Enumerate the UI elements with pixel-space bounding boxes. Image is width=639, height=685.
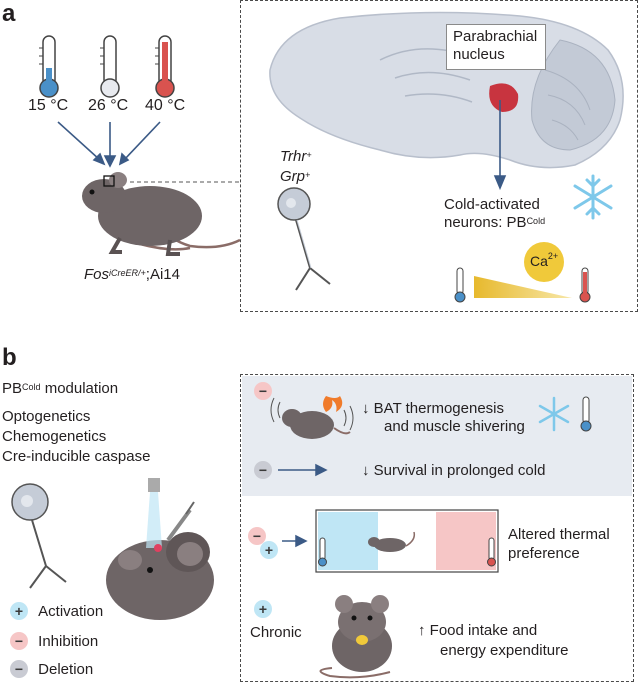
neuron-b-icon (11, 483, 67, 589)
calcium-sup: 2+ (547, 251, 559, 261)
cold-neurons-line1: Cold-activated (444, 196, 540, 213)
plus-sign-icon: + (10, 602, 28, 620)
small-thermometer-cold-icon (454, 267, 466, 303)
bat-effect-line1: ↓ BAT thermogenesis (362, 400, 505, 417)
calcium-indicator-icon (524, 242, 564, 282)
mouse-head-icon (106, 478, 214, 620)
chronic-activation-sign-icon: + (254, 600, 272, 618)
thermal-activation-sign-icon: + (260, 541, 278, 559)
eating-mouse-icon (319, 595, 392, 679)
genotype-allele: iCreER/+ (109, 268, 146, 278)
food-effect-line1: ↑ Food intake and (418, 622, 538, 639)
temp-label-cold: 15 °C (28, 97, 69, 114)
cold-neurons-line2: neurons: PBCold (444, 214, 545, 232)
snowflake-b-icon (538, 396, 570, 432)
method-optogenetics: Optogenetics (2, 408, 91, 425)
chronic-label: Chronic (250, 624, 302, 641)
marker-grp-text: Grp (280, 168, 306, 185)
food-effect-line2: energy expenditure (440, 642, 569, 659)
thermometer-cold-icon (39, 35, 59, 98)
marker-trhr: Trhr+ (280, 148, 312, 166)
modulation-sup: Cold (22, 382, 41, 392)
shivering-mouse-icon (270, 396, 354, 439)
neuron-icon (277, 187, 331, 291)
cold-neurons-sup: Cold (526, 216, 546, 226)
modulation-title: PBCold modulation (2, 380, 118, 398)
mouse-icon (82, 172, 241, 256)
calcium-label: Ca2+ (530, 251, 559, 269)
panel-b-label: b (2, 344, 17, 371)
thermal-effect-line1: Altered thermal (508, 526, 610, 543)
calcium-text: Ca (530, 253, 548, 269)
cold-neurons-pb: neurons: PB (444, 214, 527, 231)
bat-inhibition-sign-icon: − (254, 382, 272, 400)
temp-label-neutral: 26 °C (88, 97, 129, 114)
panel-a-brain-box (240, 0, 638, 312)
bat-effect-line2: and muscle shivering (384, 418, 525, 435)
survival-deletion-sign-icon: − (254, 461, 272, 479)
small-thermometer-warm-icon (579, 267, 591, 303)
thermal-preference-chamber (315, 509, 499, 573)
parabrachial-line1: Parabrachial (453, 28, 538, 45)
arrow-icons (57, 121, 161, 168)
thermometer-b-cold-icon (580, 396, 592, 432)
legend-activation: + Activation (10, 602, 103, 621)
genotype-reporter: ;Ai14 (145, 266, 180, 283)
minus-sign-deletion-icon: − (10, 660, 28, 678)
thermometer-warm-icon (155, 35, 175, 98)
temp-label-warm: 40 °C (145, 97, 186, 114)
cold-neurons-label: Cold-activated neurons: PBCold (444, 196, 545, 232)
snowflake-icon (573, 174, 613, 220)
thermal-arrow-icon (282, 534, 308, 548)
marker-grp: Grp+ (280, 168, 310, 186)
parabrachial-line2: nucleus (453, 46, 505, 63)
survival-arrow-icon (278, 463, 328, 477)
thermometer-neutral-icon (100, 35, 120, 98)
modulation-pb: PB (2, 380, 23, 397)
parabrachial-label-box: Parabrachial nucleus (446, 24, 546, 70)
pb-arrow-icon (493, 100, 507, 191)
thermal-effect-line2: preference (508, 545, 580, 562)
modulation-text: modulation (40, 380, 119, 397)
method-chemogenetics: Chemogenetics (2, 428, 107, 445)
method-caspase: Cre-inducible caspase (2, 448, 151, 465)
legend-inhibition: − Inhibition (10, 632, 98, 651)
panel-b-effects-box (240, 374, 634, 682)
minus-sign-inhibition-icon: − (10, 632, 28, 650)
legend-deletion: − Deletion (10, 660, 93, 679)
activity-gradient-triangle (474, 276, 572, 298)
genotype-label: FosiCreER/+;Ai14 (84, 266, 180, 284)
marker-trhr-text: Trhr (280, 148, 307, 165)
legend-deletion-label: Deletion (38, 661, 94, 678)
legend-inhibition-label: Inhibition (38, 633, 99, 650)
marker-trhr-sup: + (306, 150, 312, 160)
survival-effect: ↓ Survival in prolonged cold (362, 462, 546, 479)
marker-grp-sup: + (305, 170, 311, 180)
genotype-gene: Fos (84, 266, 110, 283)
thermal-inhibition-sign-icon: − (248, 527, 266, 545)
panel-a-label: a (2, 0, 16, 27)
legend-activation-label: Activation (38, 603, 104, 620)
